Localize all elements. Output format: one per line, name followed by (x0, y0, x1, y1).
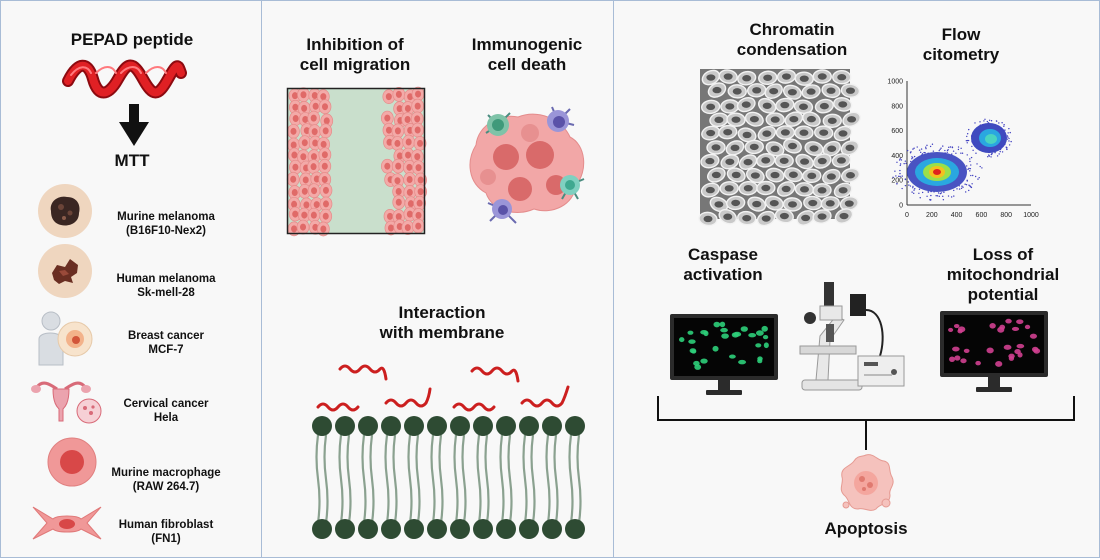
immunogenic-cell-death-icon (469, 106, 585, 224)
svg-text:400: 400 (891, 153, 903, 160)
svg-text:800: 800 (891, 103, 903, 110)
icd-title: Immunogenic cell death (471, 35, 583, 74)
down-arrow-icon (119, 104, 149, 146)
svg-text:0: 0 (905, 212, 909, 219)
svg-text:0: 0 (899, 203, 903, 210)
svg-text:800: 800 (1000, 212, 1012, 219)
mito-monitor-icon (940, 311, 1048, 392)
lipid-bilayer-icon (312, 364, 585, 539)
cell-line-label: Murine melanoma(B16F10-Nex2) (117, 211, 215, 237)
caspase-monitor-icon (670, 314, 778, 395)
cell-line-label: Human fibroblast(FN1) (118, 519, 214, 545)
chromatin-image (698, 69, 861, 227)
panel-mechanisms: Inhibition of cell migration Immunogenic… (261, 0, 614, 558)
membrane-title: Interaction with membrane (379, 303, 505, 342)
svg-text:600: 600 (891, 128, 903, 135)
uterus-icon (31, 381, 102, 424)
flow-cytometry-plot: 0 200 400 600 800 1000 0 200 400 600 800 1000 (887, 79, 1039, 220)
macrophage-icon (47, 437, 97, 487)
chromatin-title: Chromatin condensation (736, 20, 848, 59)
svg-text:1000: 1000 (887, 79, 903, 86)
svg-text:400: 400 (951, 212, 963, 219)
panel-cell-lines: PEPAD peptide MTT Murine melanoma(B16F10… (0, 0, 262, 558)
wound-healing-icon (286, 86, 428, 237)
breast-cancer-icon (38, 311, 93, 366)
assay-label: MTT (114, 151, 150, 170)
svg-text:600: 600 (976, 212, 988, 219)
flow-title: Flow citometry (922, 25, 1000, 64)
panel-apoptosis: Chromatin condensation Flow citometry 0 2… (613, 0, 1100, 558)
svg-text:1000: 1000 (1023, 212, 1039, 219)
murine-melanoma-icon (38, 184, 92, 238)
svg-text:200: 200 (926, 212, 938, 219)
alpha-helix-icon (62, 59, 187, 99)
peptide-title: PEPAD peptide (70, 30, 194, 49)
caspase-title: Caspase activation (683, 245, 763, 284)
mito-title: Loss of mitochondrial potential (946, 245, 1060, 304)
cell-line-label: Murine macrophage(RAW 264.7) (111, 467, 221, 493)
svg-text:200: 200 (891, 178, 903, 185)
apoptosis-label: Apoptosis (824, 519, 908, 538)
migration-title: Inhibition of cell migration (299, 35, 411, 74)
microscope-icon (799, 282, 905, 391)
fibroblast-icon (32, 506, 102, 540)
bracket-line (657, 396, 1075, 450)
apoptotic-cell-icon (840, 454, 894, 511)
human-melanoma-icon (38, 244, 92, 298)
